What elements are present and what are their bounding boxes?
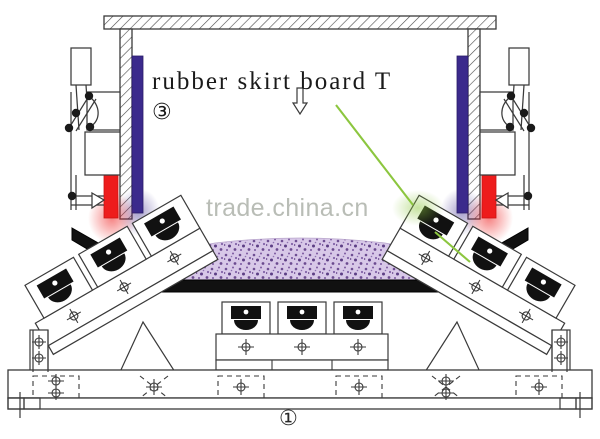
leader-glow: [392, 190, 444, 226]
left-link-arm-b: [75, 98, 97, 132]
center-roller-housings: [221, 301, 383, 335]
leader-line-lower: [434, 231, 471, 263]
base-frame-left-end: [7, 392, 41, 418]
base-frame-upper: [7, 369, 593, 399]
left-pivot-3: [71, 108, 81, 118]
right-upper-bracket: [479, 91, 514, 131]
left-leg-bolt-2: [32, 351, 46, 365]
right-idler-beam-lower: [381, 249, 553, 356]
left-leg-bolt-1: [32, 335, 46, 349]
leader-line-upper: [335, 104, 414, 206]
right-clamp-handle: [508, 47, 530, 86]
right-handle-stem: [520, 84, 525, 131]
down-arrow-icon: [291, 87, 309, 116]
right-gusset: [423, 320, 481, 373]
center-idler-set: [215, 301, 389, 371]
left-upper-bracket: [86, 91, 121, 131]
base-frame-lower: [7, 397, 593, 410]
left-roller-housings: [24, 194, 201, 320]
top-beam-group: [103, 15, 497, 220]
right-leg-bolt-2: [554, 351, 568, 365]
right-lower-bracket: [479, 131, 516, 176]
left-gusset: [119, 320, 177, 373]
left-clamp-assembly: [64, 47, 121, 210]
right-wedge-pointer: [494, 191, 509, 210]
leader-line-group: [335, 104, 471, 263]
left-pivot-5: [67, 191, 77, 201]
right-pivot-5: [523, 191, 533, 201]
left-idler-set: [24, 194, 219, 373]
left-lower-bracket: [84, 131, 121, 176]
right-idler-bolts: [418, 250, 534, 324]
left-wedge-pointer: [91, 191, 106, 210]
right-pivot-1: [506, 91, 516, 101]
right-skirt-board: [456, 55, 469, 214]
idler-leg-verticals: [32, 330, 568, 372]
base-frame-right-end: [559, 392, 593, 418]
center-idler-bolts: [238, 339, 366, 355]
top-beam: [103, 15, 497, 30]
right-link-arm-b: [503, 98, 525, 132]
center-idler-beam-lower: [215, 359, 389, 371]
right-clamp-assembly: [479, 47, 536, 210]
right-leg-bolt-1: [554, 335, 568, 349]
base-frame: [7, 369, 593, 418]
left-skirt-board: [131, 55, 144, 214]
left-pivot-1: [84, 91, 94, 101]
left-idler-beam-lower: [47, 249, 219, 356]
left-handle-stem: [75, 84, 80, 131]
left-idler-bolts: [66, 250, 182, 324]
right-pivot-3: [519, 108, 529, 118]
right-pivot-2: [526, 123, 536, 133]
left-pivot-2: [64, 123, 74, 133]
center-beam-dividers: [271, 360, 333, 370]
right-pivot-4: [505, 122, 515, 132]
left-pivot-4: [85, 122, 95, 132]
left-clamp-handle: [70, 47, 92, 86]
base-frame-bolts: [48, 374, 547, 400]
